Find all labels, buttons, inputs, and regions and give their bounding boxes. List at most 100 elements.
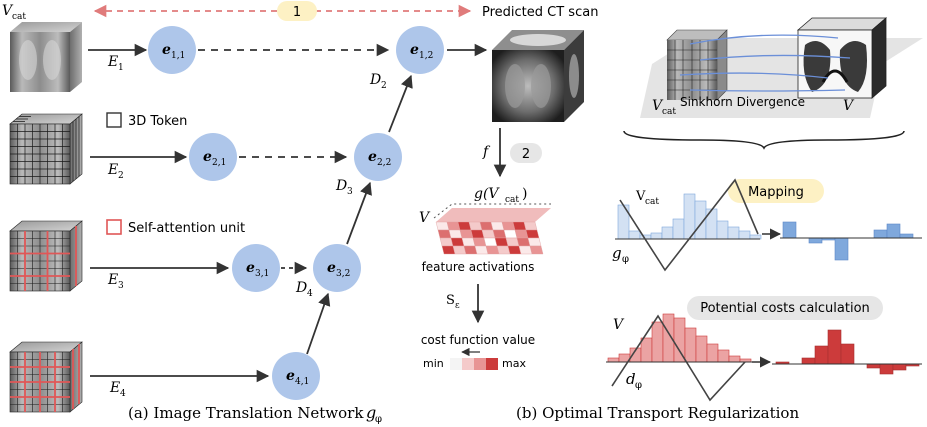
svg-text:2: 2 xyxy=(118,171,124,181)
attn-cube-3 xyxy=(9,220,83,292)
caption-b: (b) Optimal Transport Regularization xyxy=(516,404,799,422)
heatmap-cell xyxy=(507,245,522,255)
svg-text:e: e xyxy=(327,260,336,276)
histogram-bar xyxy=(738,230,751,240)
histogram-bar xyxy=(673,317,686,363)
d-phi-label: d xyxy=(626,370,636,388)
histogram-bar xyxy=(727,226,740,240)
svg-text:2,2: 2,2 xyxy=(377,158,391,168)
histogram-bar xyxy=(892,363,907,371)
vcat-right-label: V xyxy=(652,98,664,114)
feature-heatmap xyxy=(433,203,551,255)
histogram-bar xyxy=(782,221,797,239)
histogram-bar xyxy=(717,349,730,363)
heatmap-cell xyxy=(439,237,454,247)
heatmap-cell xyxy=(523,221,538,231)
node-e22: e 2,2 xyxy=(354,133,402,181)
histogram-bar xyxy=(705,208,718,240)
heatmap-cell xyxy=(461,237,476,247)
histogram-bar xyxy=(706,343,719,363)
histogram-bar xyxy=(695,335,708,363)
node-e21: e 2,1 xyxy=(189,133,237,181)
svg-text:2,1: 2,1 xyxy=(212,158,226,168)
heatmap-cell xyxy=(483,237,498,247)
heatmap-cell xyxy=(481,229,496,239)
vcat-label: V xyxy=(2,3,14,19)
step-1-pill xyxy=(277,1,317,21)
heatmap-cell xyxy=(463,245,478,255)
attn-cube-4 xyxy=(9,341,83,413)
svg-text:e: e xyxy=(246,260,255,276)
predicted-ct-label: Predicted CT scan xyxy=(482,5,598,20)
caption-a: (a) Image Translation Network xyxy=(128,404,364,422)
heatmap-cell xyxy=(450,237,465,247)
cost-function-label: cost function value xyxy=(421,333,535,347)
heatmap-cell xyxy=(512,221,527,231)
histogram-bar xyxy=(801,357,816,365)
heatmap-cell xyxy=(452,245,467,255)
heatmap-cell xyxy=(459,229,474,239)
heatmap-cell xyxy=(514,229,529,239)
svg-text:3,2: 3,2 xyxy=(336,269,350,279)
step-2-label: 2 xyxy=(522,147,530,162)
heatmap-cell xyxy=(448,229,463,239)
token-legend-label: 3D Token xyxy=(128,114,187,129)
histogram-bar xyxy=(840,343,855,365)
node-e41: e 4,1 xyxy=(272,352,320,400)
v-right-label: V xyxy=(843,98,855,114)
histogram-bar xyxy=(808,237,823,244)
v-histogram xyxy=(607,313,752,363)
svg-text:3,1: 3,1 xyxy=(255,269,269,279)
heatmap-cell xyxy=(470,229,485,239)
decoder-d3: D xyxy=(335,178,347,194)
mapping-pill xyxy=(728,179,824,203)
heatmap-cell xyxy=(516,237,531,247)
potential-histogram xyxy=(775,329,920,375)
heatmap-cell xyxy=(527,237,542,247)
attn-legend-label: Self-attention unit xyxy=(128,221,245,236)
heatmap-cell xyxy=(441,245,456,255)
node-e31: e 3,1 xyxy=(232,244,280,292)
svg-text:4: 4 xyxy=(120,389,126,399)
brace xyxy=(623,130,905,150)
predicted-ct-cube xyxy=(492,30,584,122)
token-legend-box xyxy=(106,112,122,128)
heatmap-cell xyxy=(494,237,509,247)
svg-text:4: 4 xyxy=(307,289,313,299)
vcat-histogram xyxy=(617,193,762,240)
histogram-bar xyxy=(716,220,729,240)
feature-activations-label: feature activations xyxy=(422,260,535,274)
histogram-bar xyxy=(886,223,901,239)
heatmap-cell xyxy=(474,245,489,255)
heatmap-cell xyxy=(472,237,487,247)
cost-scale xyxy=(450,358,498,370)
vcat-volume xyxy=(666,29,728,101)
svg-text:1,1: 1,1 xyxy=(171,51,185,61)
histogram-bar xyxy=(728,355,741,363)
histogram-bar xyxy=(650,232,663,240)
heatmap-cell xyxy=(437,229,452,239)
heatmap-cell xyxy=(446,221,461,231)
f-label: f xyxy=(482,144,491,160)
vcat-sub: cat xyxy=(12,12,26,22)
svg-text:3: 3 xyxy=(347,187,353,197)
heatmap-cell xyxy=(435,221,450,231)
histogram-bar xyxy=(651,321,664,363)
transport-lines xyxy=(679,34,851,92)
histogram-bar xyxy=(873,229,888,239)
heatmap-cell xyxy=(490,221,505,231)
heatmap-cell xyxy=(496,245,511,255)
histogram-bar xyxy=(661,226,674,240)
svg-text:): ) xyxy=(522,186,527,202)
encoder-e2: E xyxy=(107,162,118,178)
svg-text:cat: cat xyxy=(662,107,676,117)
g-phi-label: g xyxy=(612,244,622,262)
min-label: min xyxy=(423,357,444,370)
node-e12: e 1,2 xyxy=(396,26,444,74)
histogram-bar xyxy=(628,230,641,240)
svg-text:ε: ε xyxy=(455,301,460,311)
histogram-bar xyxy=(640,337,653,363)
histogram-bar xyxy=(899,233,914,239)
heatmap-cell xyxy=(501,221,516,231)
